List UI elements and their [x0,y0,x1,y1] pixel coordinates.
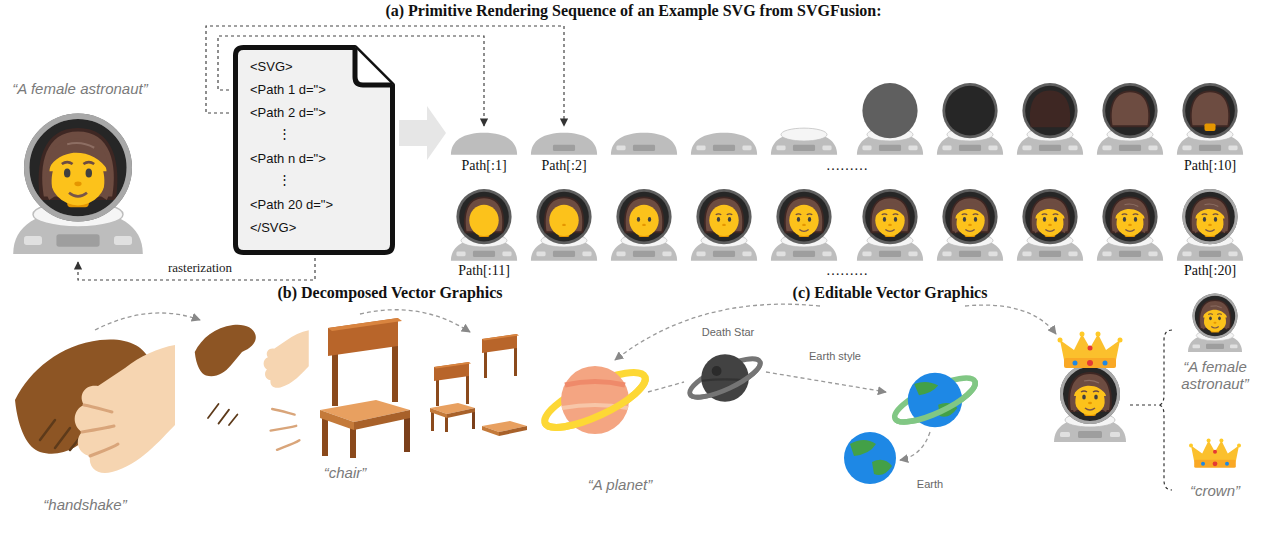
step-label: Path[:2] [541,158,586,174]
frame [611,189,677,261]
prompt-label: “chair” [324,464,367,481]
death-star-planet [685,352,764,405]
edit-label: Death Star [702,326,755,339]
hand-piece [195,325,256,376]
edit-label: Earth style [807,350,863,363]
decompose-arrow [360,310,470,332]
edit-arrow [965,305,1056,334]
step-label: Path[:11] [458,263,510,279]
prompt-label: “crown” [1190,482,1240,499]
frame [937,189,1003,261]
block-arrow [399,106,446,160]
frame [1177,189,1243,261]
frame [1017,189,1083,261]
svg-code-document: <SVG> <Path 1 d="> <Path 2 d="> ⋮ <Path n d=… [233,45,395,255]
bracket [1158,330,1172,490]
edit-line [648,382,684,392]
decompose-arrow [95,313,200,330]
frame [531,189,597,261]
frame [611,133,677,155]
rendering-frames [451,83,1243,261]
code-line: <Path 1 d="> [250,82,326,98]
prompt-label: “handshake” [43,496,126,513]
planet-figure [538,362,651,437]
frame [691,189,757,261]
frame [451,189,517,261]
frame [771,189,837,261]
prompt-label: “A female astronaut” [12,80,147,97]
panel-heading: (b) Decomposed Vector Graphics [277,284,502,302]
astronaut-figure [1188,294,1242,353]
frame [857,189,923,261]
edit-line [766,372,886,392]
step-label: Path[:10] [1184,158,1236,174]
chair-figure [320,318,410,458]
ellipsis: ……… [826,158,868,174]
frame [451,133,517,155]
code-line: <Path 20 d="> [250,197,333,213]
document-border [236,48,393,253]
frame [1097,189,1163,261]
code-line: <SVG> [250,59,293,75]
hand-piece [208,404,237,425]
chair-piece [482,421,527,436]
rasterization-arrow [78,258,315,280]
edit-label: Earth [917,478,943,491]
chair-piece [430,362,475,432]
astronaut-figure [13,114,143,254]
earth-planet [844,432,896,484]
document-fold [355,48,393,86]
process-label: rasterization [168,261,232,276]
step-label: Path[:20] [1184,263,1236,279]
edit-line [900,432,930,460]
frame [937,83,1003,155]
code-line: <Path 2 d="> [250,105,326,121]
edit-arrow [615,304,820,360]
earth-style-planet [890,370,981,430]
frame [691,133,757,155]
crowned-astronaut [1054,364,1126,442]
chair-piece [482,334,519,378]
crown-figure [1189,439,1241,468]
panel-heading: (c) Editable Vector Graphics [793,284,988,302]
frame [857,83,923,155]
frame [1177,83,1243,155]
handshake-figure [15,339,175,473]
frame [531,133,597,155]
code-line: ⋮ [278,172,291,188]
frame [1097,83,1163,155]
frame [1017,83,1083,155]
code-line: ⋮ [278,126,291,142]
hand-piece [264,330,309,388]
hand-piece [271,409,300,450]
code-line: <Path n d="> [250,151,326,167]
step-label: Path[:1] [461,158,506,174]
prompt-label: “A planet” [588,476,652,493]
code-line: </SVG> [250,220,296,236]
ellipsis: ……… [826,263,868,279]
bracket-line [1130,404,1156,405]
crown-figure [1058,332,1123,369]
figure-title: (a) Primitive Rendering Sequence of an E… [0,2,1267,20]
frame [771,128,837,155]
prompt-label: “A female astronaut” [1171,358,1259,393]
